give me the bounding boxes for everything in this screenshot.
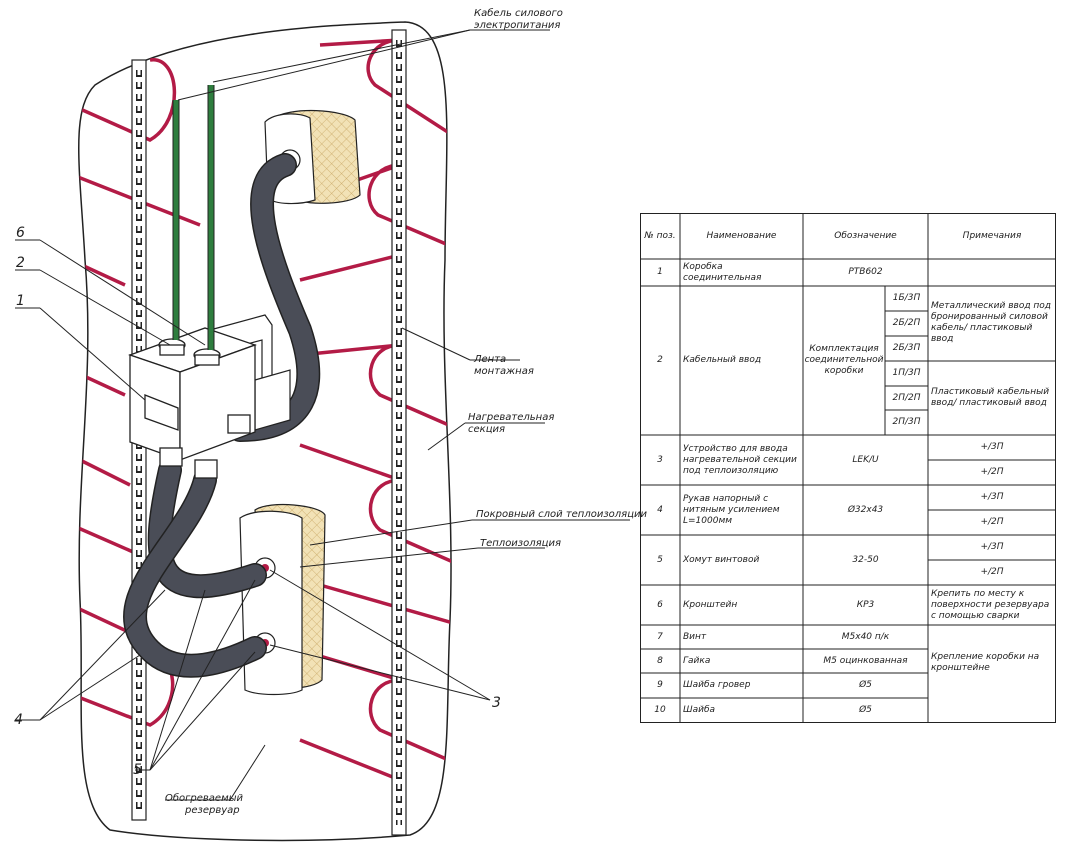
row2-pos: 2 bbox=[657, 355, 663, 365]
header-designation: Обозначение bbox=[834, 230, 897, 241]
row8-pos: 8 bbox=[657, 655, 663, 666]
row9-pos: 9 bbox=[657, 680, 663, 690]
item-number-1: 1 bbox=[16, 293, 25, 309]
row10-name: Шайба bbox=[683, 705, 716, 715]
row2-note-2: Пластиковый кабельный ввод/ пластиковый … bbox=[931, 387, 1050, 408]
item-number-5: 5 bbox=[133, 762, 142, 778]
row4-note-2: +/2П bbox=[980, 517, 1004, 527]
item-number-4: 4 bbox=[14, 712, 23, 728]
label-mounting-tape-line2: монтажная bbox=[474, 366, 534, 377]
row5-note-2: +/2П bbox=[980, 567, 1004, 577]
row4-note-1: +/3П bbox=[980, 492, 1004, 502]
label-tank-line1: Обогреваемый bbox=[165, 793, 244, 804]
row2-sub-3: 2Б/3П bbox=[892, 343, 921, 353]
label-mounting-tape: Лента монтажная bbox=[474, 354, 534, 378]
label-power-cable-line2: электропитания bbox=[474, 20, 561, 31]
row8-name: Гайка bbox=[683, 655, 711, 666]
row1-pos: 1 bbox=[657, 267, 663, 277]
row3-pos: 3 bbox=[657, 454, 663, 465]
heating-section-left bbox=[78, 58, 201, 727]
lower-insulation-block bbox=[239, 504, 326, 696]
label-heating-section-line1: Нагревательная bbox=[468, 412, 555, 423]
header-name: Наименование bbox=[706, 230, 777, 241]
row7-name: Винт bbox=[683, 631, 707, 642]
label-power-cable: Кабель силового электропитания bbox=[474, 8, 563, 32]
row5-pos: 5 bbox=[657, 554, 663, 565]
label-heating-section-line2: секция bbox=[468, 424, 506, 435]
row1-name: Коробка соединительная bbox=[683, 261, 762, 283]
row9-designation: Ø5 bbox=[859, 680, 872, 690]
row5-name: Хомут винтовой bbox=[683, 554, 760, 565]
row3-designation: LEK/U bbox=[852, 454, 879, 465]
row2-sub-5: 2П/2П bbox=[892, 392, 921, 403]
item-number-3: 3 bbox=[492, 695, 501, 711]
header-notes: Примечания bbox=[962, 230, 1022, 241]
label-tank-line2: резервуар bbox=[185, 805, 240, 816]
label-mounting-tape-line1: Лента bbox=[474, 354, 507, 365]
row2-designation: Комплектация соединительной коробки bbox=[804, 344, 884, 376]
row7-designation: М5х40 п/к bbox=[841, 631, 890, 642]
row3-note-2: +/2П bbox=[980, 467, 1004, 477]
row4-pos: 4 bbox=[657, 504, 663, 515]
row2-sub-4: 1П/3П bbox=[892, 368, 921, 378]
label-heating-section: Нагревательная секция bbox=[468, 412, 554, 436]
row6-note: Крепить по месту к поверхности резервуар… bbox=[931, 588, 1050, 621]
label-cover-layer: Покровный слой теплоизоляции bbox=[476, 509, 648, 520]
row1-designation: PTB602 bbox=[848, 267, 883, 277]
row5-note-1: +/3П bbox=[980, 542, 1004, 552]
row3-note-1: +/3П bbox=[980, 442, 1004, 452]
row2-sub-2: 2Б/2П bbox=[892, 318, 921, 328]
row4-name: Рукав напорный с нитяным усилением L=100… bbox=[683, 493, 780, 526]
item-number-2: 2 bbox=[16, 255, 25, 271]
item-number-6: 6 bbox=[16, 225, 25, 241]
leader-lines bbox=[15, 29, 630, 801]
mounting-tape-right bbox=[391, 29, 407, 836]
row5-designation: 32-50 bbox=[852, 554, 879, 565]
row2-sub-6: 2П/3П bbox=[892, 417, 921, 427]
power-cables bbox=[172, 85, 215, 350]
row8-designation: М5 оцинкованная bbox=[823, 655, 908, 666]
junction-box bbox=[128, 327, 257, 479]
row3-name: Устройство для ввода нагревательной секц… bbox=[683, 443, 797, 476]
row2-note-1: Металлический ввод под бронированный сил… bbox=[931, 301, 1052, 344]
label-insulation: Теплоизоляция bbox=[480, 538, 561, 549]
label-tank: Обогреваемый резервуар bbox=[165, 793, 243, 817]
row7-pos: 7 bbox=[657, 631, 663, 642]
label-power-cable-line1: Кабель силового bbox=[474, 8, 563, 19]
row6-designation: КР3 bbox=[856, 599, 875, 610]
header-pos: № поз. bbox=[644, 230, 676, 241]
row2-sub-1: 1Б/3П bbox=[892, 293, 921, 303]
row6-pos: 6 bbox=[657, 599, 663, 610]
specification-table: № поз. Наименование Обозначение Примечан… bbox=[640, 213, 1056, 723]
row10-pos: 10 bbox=[654, 705, 666, 715]
row2-name: Кабельный ввод bbox=[683, 355, 762, 365]
rows7-10-note: Крепление коробки на кронштейне bbox=[931, 652, 1040, 673]
table-grid bbox=[640, 213, 1056, 723]
row6-name: Кронштейн bbox=[683, 599, 738, 610]
row9-name: Шайба гровер bbox=[683, 680, 751, 690]
row4-designation: Ø32x43 bbox=[847, 504, 884, 515]
installation-drawing bbox=[15, 21, 630, 842]
row10-designation: Ø5 bbox=[859, 705, 872, 715]
